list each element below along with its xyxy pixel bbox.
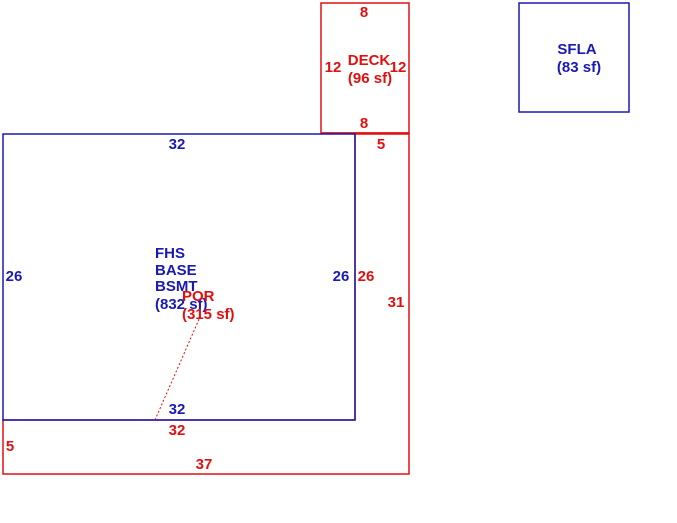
deck-label: DECK — [348, 52, 391, 69]
porch-dim-right-outer: 31 — [388, 294, 405, 311]
deck-outline — [320, 2, 410, 134]
porch-dim-left-bottom: 5 — [6, 438, 14, 455]
deck-dim-right: 12 — [390, 59, 407, 76]
main-dim-left: 26 — [6, 268, 23, 285]
sfla-outline — [518, 2, 630, 113]
main-area-label: (832 sf) — [155, 296, 208, 313]
main-label-line2: BASE — [155, 262, 197, 279]
deck-area-label: (96 sf) — [348, 70, 392, 87]
porch-dim-bottom-outer: 37 — [196, 456, 213, 473]
main-area-outline — [2, 133, 356, 421]
porch-dim-top-right: 5 — [377, 136, 385, 153]
porch-dim-right-inner: 26 — [358, 268, 375, 285]
sfla-label: SFLA — [557, 41, 596, 58]
porch-label: POR — [182, 288, 215, 305]
deck-dim-left: 12 — [325, 59, 342, 76]
deck-dim-bottom: 8 — [360, 115, 368, 132]
main-label-line3: BSMT — [155, 278, 198, 295]
main-dim-right: 26 — [333, 268, 350, 285]
porch-leader-line — [154, 316, 201, 421]
porch-dim-bottom-inner: 32 — [169, 422, 186, 439]
main-label-line1: FHS — [155, 245, 185, 262]
porch-area-label: (315 sf) — [182, 306, 235, 323]
sfla-area-label: (83 sf) — [557, 59, 601, 76]
deck-dim-top: 8 — [360, 4, 368, 21]
main-dim-bottom: 32 — [169, 401, 186, 418]
main-dim-top: 32 — [169, 136, 186, 153]
